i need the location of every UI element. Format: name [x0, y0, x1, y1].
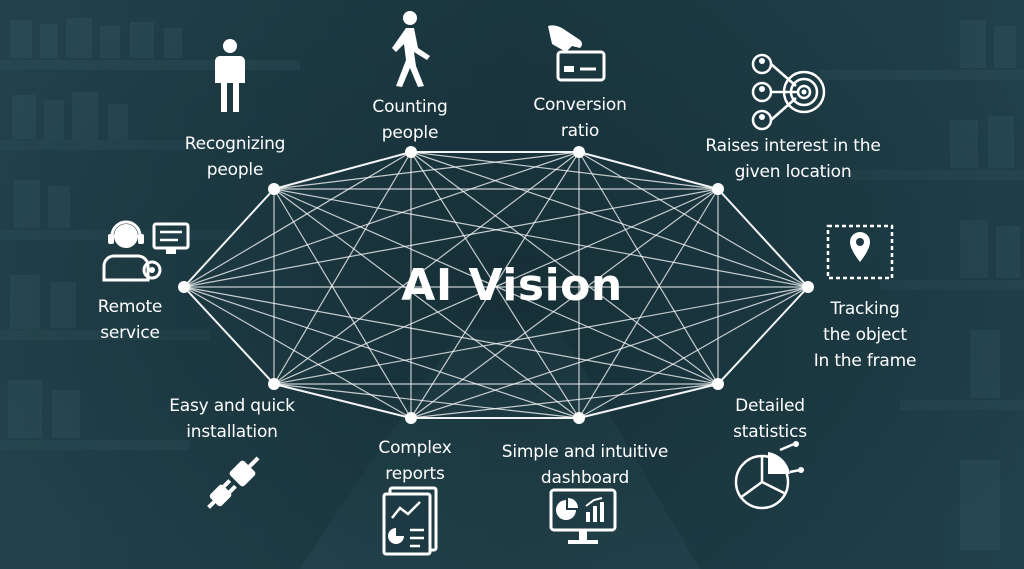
- connection-line: [410, 383, 719, 419]
- location-frame-icon: [826, 224, 894, 280]
- connection-line: [717, 286, 809, 385]
- connection-line: [273, 383, 412, 419]
- network-node-reports: [405, 412, 417, 424]
- network-node-remote: [178, 281, 190, 293]
- diagram-title: AI Vision: [401, 260, 623, 311]
- plug-icon: [207, 456, 260, 509]
- network-node-recognizing: [268, 183, 280, 195]
- connection-line: [183, 286, 275, 385]
- connection-line: [578, 188, 719, 419]
- network-node-conversion: [573, 146, 585, 158]
- target-people-icon: [751, 53, 826, 131]
- connection-line: [410, 286, 809, 419]
- connection-line: [273, 286, 809, 385]
- connection-lines: [183, 151, 809, 419]
- network-node-counting: [405, 146, 417, 158]
- monitor-dashboard-icon: [549, 488, 617, 544]
- connection-line: [273, 188, 412, 419]
- connection-line: [273, 151, 580, 385]
- connection-line: [578, 286, 809, 419]
- connection-line: [273, 188, 809, 288]
- connection-line: [183, 286, 719, 385]
- connection-line: [273, 151, 412, 385]
- connection-line: [273, 151, 412, 190]
- connection-line: [410, 151, 809, 288]
- connection-line: [410, 151, 719, 190]
- network-node-interest: [712, 183, 724, 195]
- network-node-statistics: [712, 378, 724, 390]
- connection-line: [183, 188, 719, 288]
- connection-line: [410, 151, 580, 419]
- connection-line: [410, 151, 719, 385]
- card-payment-icon: [548, 25, 606, 82]
- connection-line: [183, 188, 275, 288]
- connection-line: [578, 151, 719, 385]
- connection-line: [717, 188, 809, 288]
- walking-person-icon: [392, 11, 430, 87]
- connection-line: [578, 383, 719, 419]
- network-node-tracking: [802, 281, 814, 293]
- connection-line: [183, 286, 580, 419]
- connection-line: [183, 151, 580, 288]
- network-node-dashboard: [573, 412, 585, 424]
- connection-line: [273, 383, 580, 419]
- report-icon: [382, 486, 438, 556]
- person-icon: [215, 39, 245, 112]
- connection-line: [183, 286, 412, 419]
- network-node-installation: [268, 378, 280, 390]
- pie-chart-icon: [734, 441, 804, 510]
- connection-line: [578, 151, 809, 288]
- connection-line: [183, 151, 412, 288]
- connection-line: [578, 151, 719, 190]
- connection-line: [273, 151, 580, 190]
- support-agent-icon: [102, 220, 190, 282]
